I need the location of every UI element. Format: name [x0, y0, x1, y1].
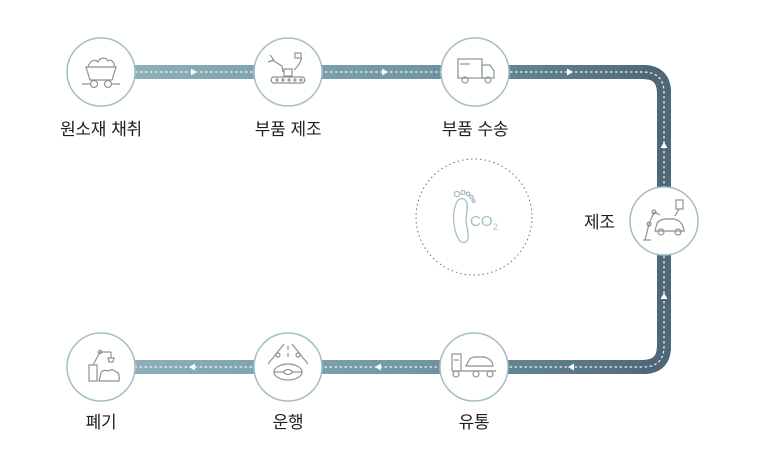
stage-label-raw-material: 원소재 채취: [60, 120, 142, 140]
footprint-icon: [452, 189, 476, 244]
robot-arm-conveyor-icon: [267, 52, 306, 84]
flow-dashed-line: [100, 71, 665, 368]
scrap-crane-icon: [88, 349, 120, 382]
flow-path: [100, 65, 671, 374]
stage-node-disposal: [66, 332, 136, 402]
arrow-right-icon: [382, 68, 388, 76]
stage-label-distribution: 유통: [458, 413, 490, 433]
stage-node-parts-manufacturing: [253, 37, 323, 107]
stage-node-operation: [253, 332, 323, 402]
stage-node-manufacturing: [629, 186, 699, 256]
flow-arrows: [189, 68, 668, 371]
steering-wheel-road-icon: [267, 343, 309, 381]
stage-node-distribution: [439, 332, 509, 402]
co2-footprint-center: CO 2: [415, 158, 533, 276]
arrow-up-icon: [660, 293, 668, 299]
stage-label-disposal: 폐기: [85, 413, 117, 433]
co2-text: CO: [470, 213, 493, 230]
arrow-right-icon: [191, 68, 197, 76]
stage-label-operation: 운행: [272, 413, 304, 433]
stage-label-parts-manufacturing: 부품 제조: [254, 120, 322, 140]
truck-icon: [457, 58, 495, 84]
mining-cart-icon: [82, 57, 120, 89]
stage-label-manufacturing: 제조: [584, 213, 615, 233]
arrow-up-icon: [660, 142, 668, 148]
stage-label-parts-transport: 부품 수송: [441, 120, 509, 140]
car-carrier-truck-icon: [451, 353, 496, 378]
co2-subscript: 2: [493, 222, 498, 232]
arrow-left-icon: [189, 363, 195, 371]
robot-arm-car-icon: [643, 199, 685, 241]
stage-node-parts-transport: [440, 37, 510, 107]
arrow-left-icon: [568, 363, 574, 371]
arrow-right-icon: [567, 68, 573, 76]
arrow-left-icon: [375, 363, 381, 371]
stage-node-raw-material: [66, 37, 136, 107]
